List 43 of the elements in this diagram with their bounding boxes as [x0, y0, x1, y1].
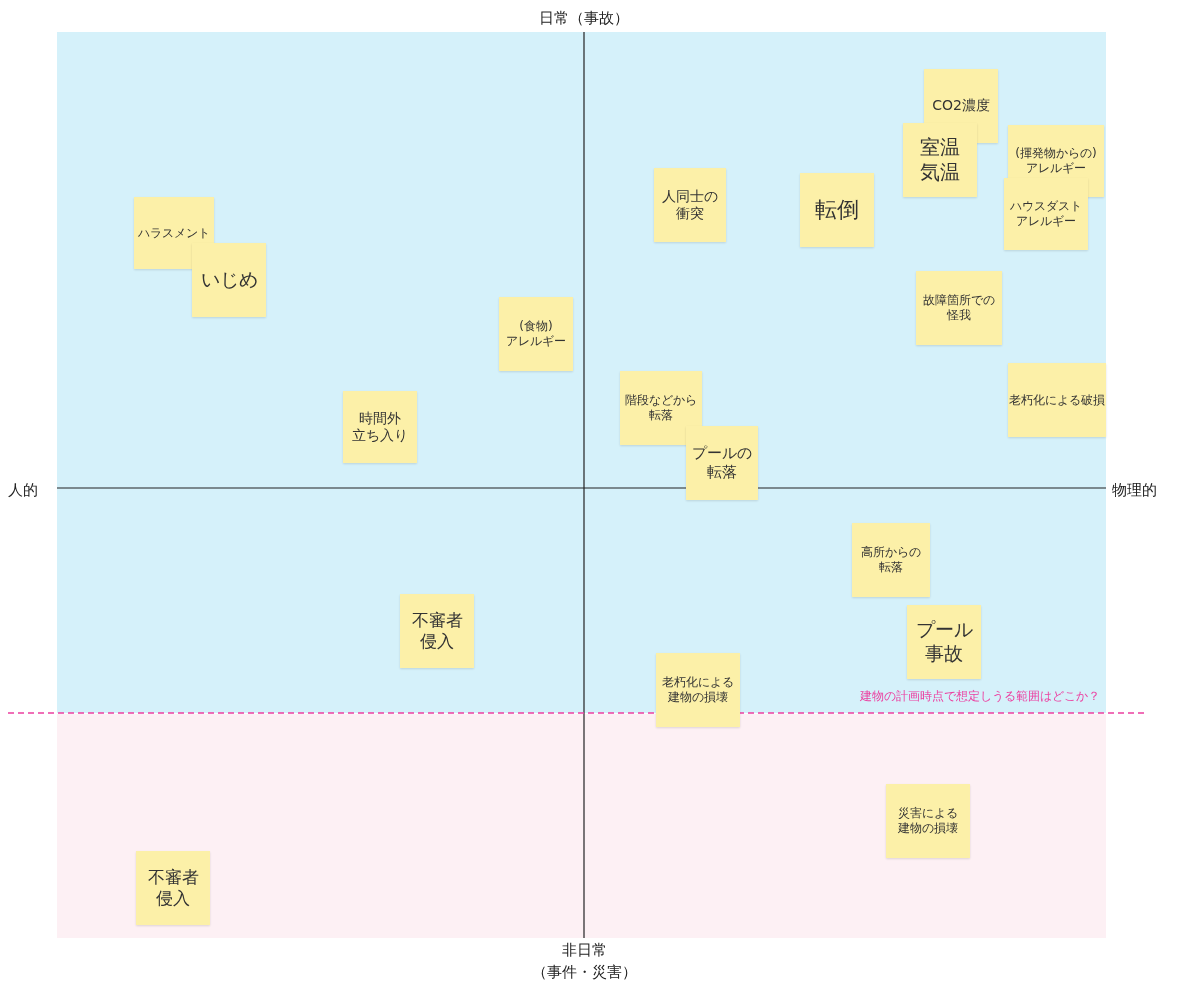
note-text: 故障箇所での怪我: [923, 293, 995, 323]
note-text: 高所からの転落: [861, 545, 921, 575]
note-text: 災害による建物の損壊: [898, 806, 958, 836]
sticky-note: [1008, 363, 1106, 437]
note-text: 人同士の衝突: [662, 187, 718, 223]
sticky-note: [343, 391, 417, 463]
axis-label: 日常（事故）: [539, 8, 629, 29]
note-text: 階段などから転落: [625, 393, 697, 423]
axis-label: 物理的: [1112, 480, 1157, 501]
note-text: 転倒: [815, 196, 859, 224]
sticky-note: [907, 605, 981, 679]
note-text: ハウスダストアレルギー: [1010, 199, 1082, 229]
note-text: 室温気温: [920, 135, 960, 185]
note-text: (食物)アレルギー: [506, 319, 566, 349]
sticky-note: [134, 197, 214, 269]
sticky-note: [192, 243, 266, 317]
note-text: 老朽化による破損: [1009, 392, 1105, 408]
sticky-note: [686, 426, 758, 500]
sticky-note: [656, 653, 740, 727]
sticky-note: [400, 594, 474, 668]
sticky-note: [499, 297, 573, 371]
note-text: CO2濃度: [932, 97, 990, 115]
note-text: ハラスメント: [138, 225, 210, 241]
annotation-text: 建物の計画時点で想定しうる範囲はどこか？: [860, 688, 1100, 705]
sticky-note: [852, 523, 930, 597]
sticky-note: [916, 271, 1002, 345]
sticky-note: [654, 168, 726, 242]
note-text: (揮発物からの)アレルギー: [1015, 146, 1097, 176]
sticky-note: [800, 173, 874, 247]
note-text: 時間外立ち入り: [352, 409, 408, 445]
sticky-note: [136, 851, 210, 925]
sticky-note: [903, 123, 977, 197]
axis-label: 人的: [8, 480, 38, 501]
note-text: プール事故: [915, 618, 973, 666]
sticky-note: [886, 784, 970, 858]
sticky-note: [620, 371, 702, 445]
note-text: 不審者侵入: [147, 866, 199, 910]
note-text: 老朽化による建物の損壊: [662, 675, 734, 705]
note-text: 不審者侵入: [411, 609, 463, 653]
sticky-note: [1004, 178, 1088, 250]
note-text: プールの転落: [692, 444, 752, 482]
axis-label: 非日常（事件・災害）: [531, 940, 637, 983]
note-text: いじめ: [200, 268, 258, 292]
